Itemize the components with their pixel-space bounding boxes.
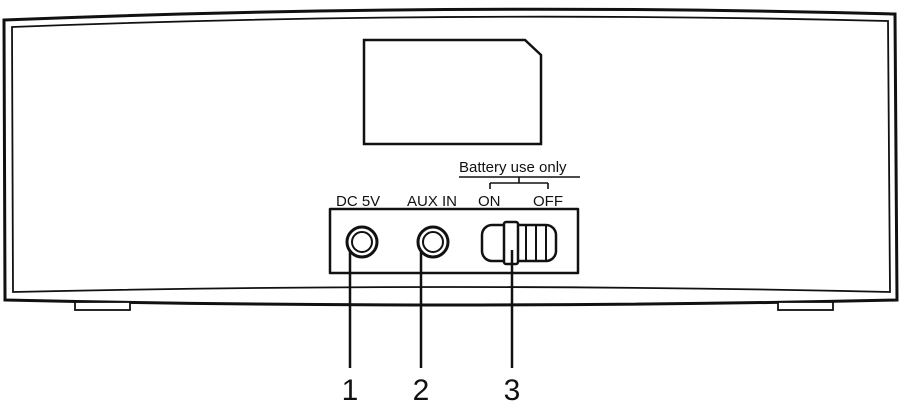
dc-5v-socket [345, 225, 379, 259]
speaker-body-inner-outline [11, 15, 891, 293]
label-plate [362, 38, 543, 146]
aux-in-label: AUX IN [407, 193, 457, 210]
callout-number-1: 1 [342, 374, 359, 404]
right-foot [777, 301, 834, 311]
on-off-switch [480, 220, 558, 266]
on-label: ON [478, 193, 501, 210]
off-label: OFF [533, 193, 563, 210]
aux-in-socket [416, 225, 450, 259]
callout-number-3: 3 [504, 374, 521, 404]
speaker-body-outer-outline [2, 7, 899, 307]
callout-number-2: 2 [413, 374, 430, 404]
dc-5v-label: DC 5V [336, 193, 380, 210]
left-foot [74, 301, 131, 311]
battery-use-only-label: Battery use only [459, 159, 567, 176]
